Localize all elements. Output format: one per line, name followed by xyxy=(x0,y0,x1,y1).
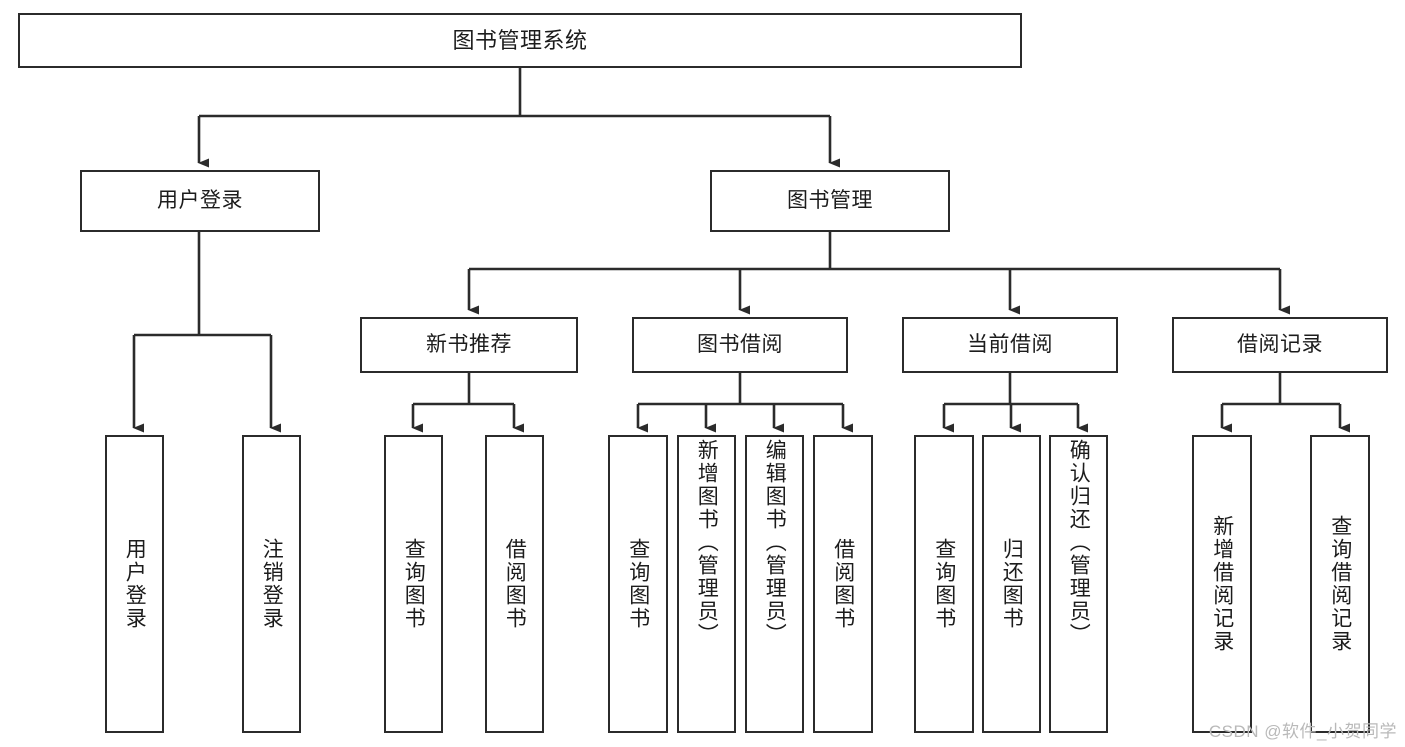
leaf-borrow-book-1-label: 借阅图书 xyxy=(503,538,527,630)
leaf-query-book-3-label: 查询图书 xyxy=(932,538,956,630)
leaf-add-book-label: 新增图书（管理员） xyxy=(695,439,719,646)
leaf-add-record[interactable]: 新增借阅记录 xyxy=(1192,435,1252,733)
node-book-borrow[interactable]: 图书借阅 xyxy=(632,317,848,373)
leaf-add-book[interactable]: 新增图书（管理员） xyxy=(677,435,736,733)
leaf-confirm-return-label: 确认归还（管理员） xyxy=(1067,439,1091,646)
leaf-query-record-label: 查询借阅记录 xyxy=(1328,515,1352,653)
leaf-return-book[interactable]: 归还图书 xyxy=(982,435,1041,733)
leaf-logout-login-label: 注销登录 xyxy=(260,538,284,630)
leaf-borrow-book-1[interactable]: 借阅图书 xyxy=(485,435,544,733)
leaf-edit-book[interactable]: 编辑图书（管理员） xyxy=(745,435,804,733)
node-book-management-label: 图书管理 xyxy=(787,188,873,212)
node-current-borrow[interactable]: 当前借阅 xyxy=(902,317,1118,373)
node-root-label: 图书管理系统 xyxy=(452,27,588,53)
leaf-query-book-2-label: 查询图书 xyxy=(626,538,650,630)
node-book-management[interactable]: 图书管理 xyxy=(710,170,950,232)
leaf-add-record-label: 新增借阅记录 xyxy=(1210,515,1234,653)
leaf-borrow-book-2-label: 借阅图书 xyxy=(831,538,855,630)
node-root[interactable]: 图书管理系统 xyxy=(18,13,1022,68)
node-borrow-record-label: 借阅记录 xyxy=(1237,332,1323,356)
leaf-user-login[interactable]: 用户登录 xyxy=(105,435,164,733)
leaf-query-book-1[interactable]: 查询图书 xyxy=(384,435,443,733)
leaf-user-login-label: 用户登录 xyxy=(123,538,147,630)
node-user-login[interactable]: 用户登录 xyxy=(80,170,320,232)
leaf-borrow-book-2[interactable]: 借阅图书 xyxy=(813,435,873,733)
leaf-query-book-1-label: 查询图书 xyxy=(402,538,426,630)
leaf-query-book-3[interactable]: 查询图书 xyxy=(914,435,974,733)
leaf-query-book-2[interactable]: 查询图书 xyxy=(608,435,668,733)
leaf-logout-login[interactable]: 注销登录 xyxy=(242,435,301,733)
leaf-return-book-label: 归还图书 xyxy=(1000,538,1024,630)
node-current-borrow-label: 当前借阅 xyxy=(967,332,1053,356)
leaf-confirm-return[interactable]: 确认归还（管理员） xyxy=(1049,435,1108,733)
leaf-edit-book-label: 编辑图书（管理员） xyxy=(763,439,787,646)
node-borrow-record[interactable]: 借阅记录 xyxy=(1172,317,1388,373)
node-new-book-recommend-label: 新书推荐 xyxy=(426,332,512,356)
node-user-login-label: 用户登录 xyxy=(157,188,243,212)
node-book-borrow-label: 图书借阅 xyxy=(697,332,783,356)
node-new-book-recommend[interactable]: 新书推荐 xyxy=(360,317,578,373)
leaf-query-record[interactable]: 查询借阅记录 xyxy=(1310,435,1370,733)
